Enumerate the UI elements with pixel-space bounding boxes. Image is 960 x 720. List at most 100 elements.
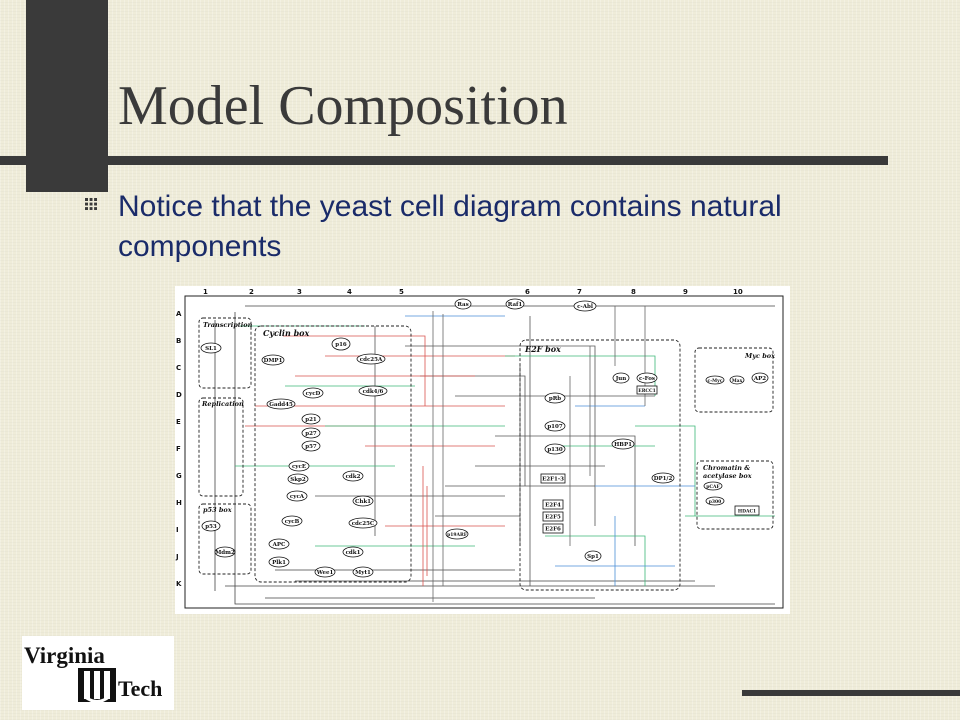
bullet-text: Notice that the yeast cell diagram conta… [118, 190, 782, 263]
row-label: D [176, 391, 182, 399]
node-label: p130 [547, 447, 562, 453]
node-label: p300 [709, 499, 722, 505]
row-label: G [176, 472, 182, 480]
virginia-tech-logo: Virginia Tech [22, 636, 174, 710]
node-cdk1 [342, 546, 364, 558]
col-label: 9 [683, 288, 688, 296]
node-prb [544, 392, 566, 404]
logo-word-tech: Tech [118, 676, 162, 701]
node-gadd45 [266, 398, 296, 410]
node-pcaf [703, 481, 723, 491]
node-label: APC [272, 542, 286, 548]
row-label: B [176, 337, 181, 345]
node-label: cdc25C [352, 521, 375, 527]
node-cmyc [705, 375, 725, 385]
node-ras [454, 298, 472, 310]
node-p300 [705, 496, 725, 506]
node-label: cycD [306, 391, 321, 397]
node-label: pCAF [706, 484, 720, 490]
node-label: Chk1 [355, 499, 371, 505]
square-bullet-icon [83, 196, 99, 212]
row-label: A [176, 310, 182, 318]
box-label: Cyclin box [263, 328, 309, 338]
node-label: Plk1 [272, 560, 286, 566]
transcription-box [198, 317, 252, 389]
cyclin-box [254, 325, 412, 583]
node-label: HBP1 [614, 442, 632, 448]
box-label: Transcription [203, 321, 253, 329]
node-hdac1 [734, 505, 760, 516]
p53-box [198, 503, 252, 575]
footer-bar [742, 690, 960, 696]
node-label: p107 [547, 424, 562, 430]
col-label: 4 [347, 288, 352, 296]
box-label: E2F box [524, 344, 561, 354]
node-label: p27 [305, 431, 317, 437]
col-label: 5 [399, 288, 404, 296]
node-label: cdk2 [346, 474, 361, 480]
diagram-svg: 1 2 3 4 5 6 7 8 9 10 A B C D E F G H I J… [175, 286, 790, 614]
node-jun [612, 372, 630, 384]
node-label: Wee1 [316, 570, 334, 576]
node-label: Myt1 [355, 570, 371, 576]
node-raf1 [505, 298, 525, 310]
row-label: J [175, 553, 179, 561]
node-cabl [573, 300, 597, 312]
row-label: F [176, 445, 181, 453]
node-dp12 [651, 472, 675, 484]
node-p57 [301, 440, 321, 452]
node-cdc25c [348, 517, 378, 529]
col-label: 7 [577, 288, 582, 296]
node-ap2 [751, 372, 769, 384]
col-label: 3 [297, 288, 302, 296]
node-label: cdk4/6 [363, 389, 384, 395]
node-dmp1 [261, 354, 285, 366]
node-label: cdc25A [360, 357, 383, 363]
node-label: p57 [305, 444, 317, 450]
node-wee1 [314, 566, 336, 578]
node-skp2 [287, 473, 309, 485]
node-cycd [302, 387, 324, 399]
node-label: E2F1-3 [542, 477, 564, 483]
col-label: 1 [203, 288, 208, 296]
node-myt1 [352, 566, 374, 578]
node-cyca [286, 490, 308, 502]
node-p16 [331, 337, 351, 351]
node-p27 [301, 427, 321, 439]
node-label: Max [732, 378, 743, 384]
node-p21 [301, 413, 321, 425]
myc-box [694, 347, 774, 413]
node-label: DMP1 [264, 358, 283, 364]
node-cdk2 [342, 470, 364, 482]
node-label: p16 [335, 342, 347, 348]
node-label: Raf1 [508, 302, 523, 308]
node-p53 [201, 520, 221, 532]
node-chk1 [352, 495, 374, 507]
node-label: c-Abl [577, 304, 593, 310]
row-label: K [176, 580, 182, 588]
row-label: C [176, 364, 181, 372]
logo-word-virginia: Virginia [24, 643, 105, 668]
col-label: 10 [733, 288, 743, 296]
box-label: Myc box [744, 352, 775, 360]
node-label: p21 [305, 417, 317, 423]
box-label: Replication [201, 400, 244, 408]
node-cfos [636, 372, 658, 384]
row-label: E [176, 418, 181, 426]
node-plk1 [268, 556, 290, 568]
box-label: Chromatin & [703, 464, 750, 472]
logo-svg: Virginia Tech [22, 636, 174, 710]
node-label: E2F6 [545, 527, 561, 533]
node-p130 [544, 443, 566, 455]
replication-box [198, 397, 244, 497]
node-e2f5 [542, 511, 564, 522]
node-label: p19ARF [447, 532, 468, 538]
col-label: 2 [249, 288, 254, 296]
row-label: I [176, 526, 179, 534]
node-e2f6 [542, 523, 564, 534]
node-label: Sp1 [587, 554, 599, 560]
node-apc [268, 538, 290, 550]
col-label: 6 [525, 288, 530, 296]
node-p107 [544, 420, 566, 432]
node-label: Skp2 [290, 477, 306, 483]
